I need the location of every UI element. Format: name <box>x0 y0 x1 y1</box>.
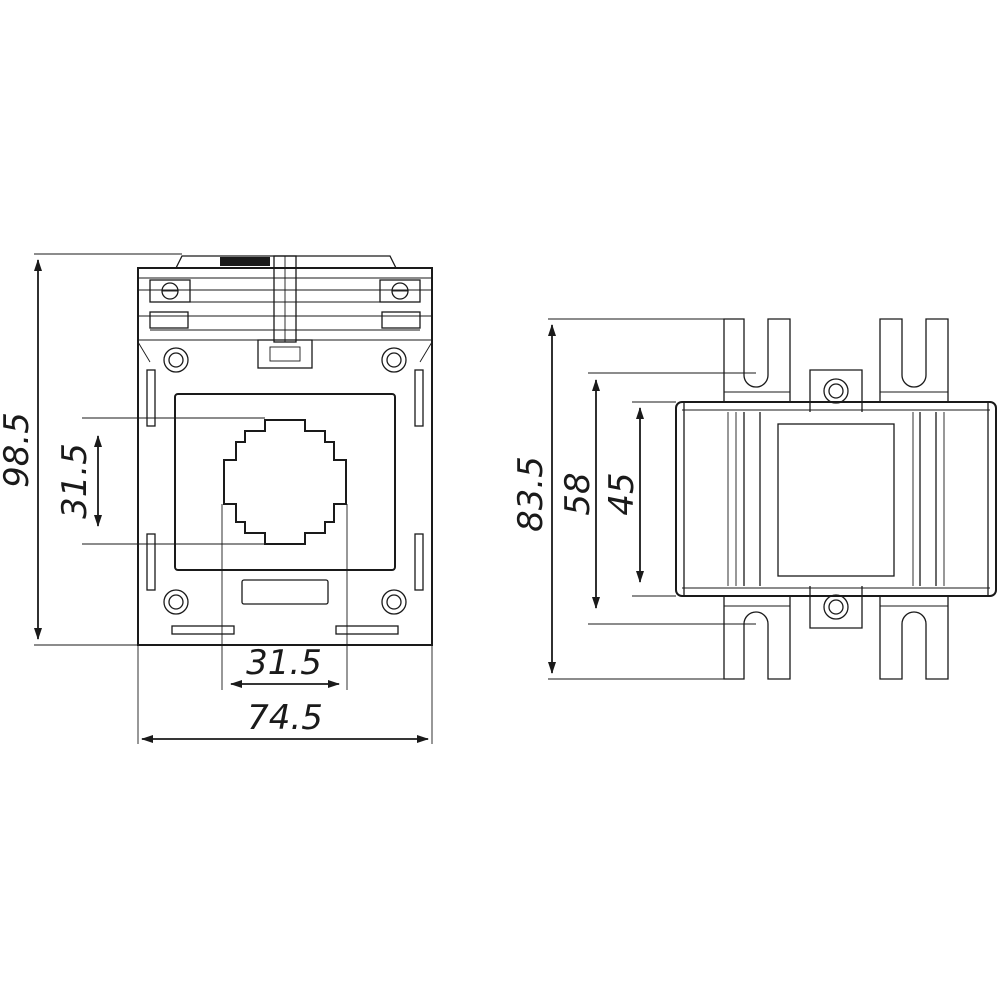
mount-lug-bottom <box>809 586 863 629</box>
dim-label-side-slot-spacing: 58 <box>558 472 598 515</box>
fork-terminal-bottom-right <box>879 596 949 680</box>
terminal-screw-left <box>149 279 191 303</box>
side-slot <box>146 533 156 591</box>
side-slot <box>146 369 156 427</box>
terminal-plate-right <box>381 311 421 329</box>
mount-hole-bottom-left <box>163 589 189 615</box>
foot-slot-right <box>335 625 399 635</box>
mount-lug-top <box>809 369 863 412</box>
dim-label-side-overall: 83.5 <box>511 456 551 532</box>
foot-slot-left <box>171 625 235 635</box>
side-slot <box>414 369 424 427</box>
side-body-outline <box>675 401 997 597</box>
top-cap <box>175 255 397 269</box>
dim-label-window-width: 31.5 <box>246 643 322 683</box>
fork-terminal-top-right <box>879 318 949 402</box>
window-frame <box>174 393 396 571</box>
mount-hole-bottom-right <box>381 589 407 615</box>
terminal-plate-left <box>149 311 189 329</box>
mount-hole-top-left <box>163 347 189 373</box>
dim-label-window-height: 31.5 <box>55 443 95 519</box>
dim-label-front-width: 74.5 <box>247 698 323 738</box>
center-clip <box>257 339 313 369</box>
dim-label-side-body: 45 <box>602 472 642 515</box>
fork-terminal-bottom-left <box>723 596 791 680</box>
side-center-inset <box>777 423 895 577</box>
terminal-screw-right <box>379 279 421 303</box>
mount-hole-top-right <box>381 347 407 373</box>
side-view <box>675 318 997 680</box>
label-plate <box>241 579 329 605</box>
front-view <box>137 255 433 646</box>
side-slot <box>414 533 424 591</box>
side-dimensions: 83.5 58 45 <box>511 318 756 680</box>
front-dimensions: 98.5 31.5 31.5 74.5 <box>0 253 433 744</box>
dim-label-front-height: 98.5 <box>0 412 37 488</box>
top-cap-marker <box>220 257 270 266</box>
fork-terminal-top-left <box>723 318 791 402</box>
primary-aperture <box>223 419 347 545</box>
